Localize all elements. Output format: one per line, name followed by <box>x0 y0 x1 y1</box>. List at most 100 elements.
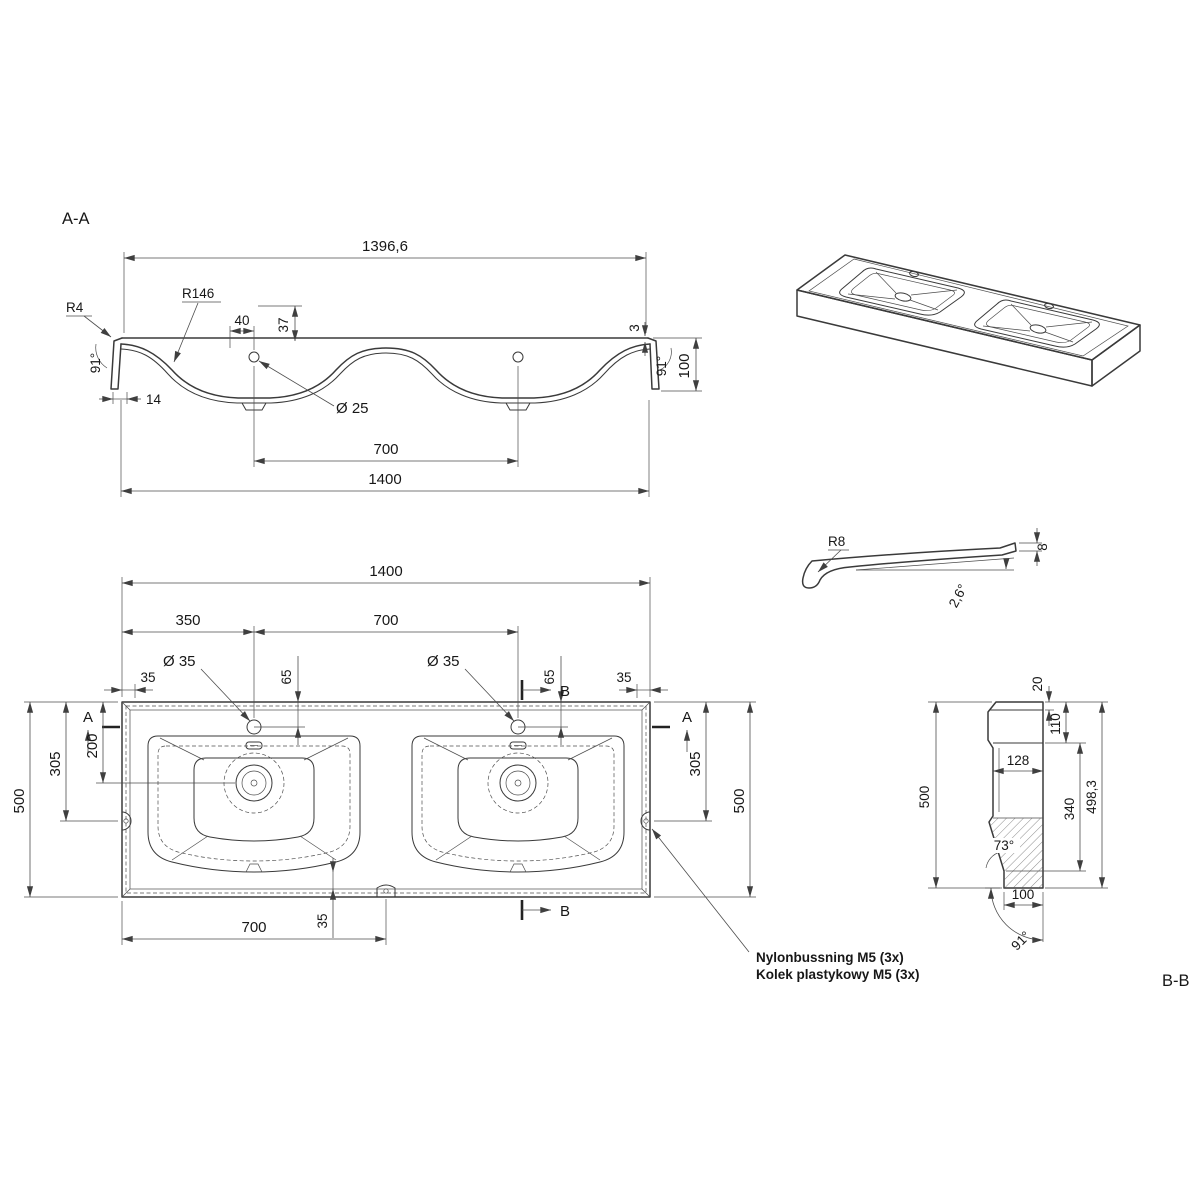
section-marker-b-top: B <box>520 680 570 700</box>
plan-basin <box>147 735 361 873</box>
plan-inner-wall <box>129 709 643 890</box>
label-r4: R4 <box>66 300 112 338</box>
iso-faucet-hole <box>909 270 919 278</box>
dim-text: 91° <box>1008 928 1033 953</box>
label-r8: R8 <box>817 534 849 573</box>
dim-plan-700-bottom: 700 <box>121 899 387 945</box>
dim-bb-498: 498,3 <box>1045 701 1108 889</box>
dim-bb-20: 20 <box>1030 676 1108 726</box>
dim-text: 700 <box>373 441 398 458</box>
label-faucet-dia-left: Ø 35 <box>163 653 251 722</box>
note-line-2: Kolek plastykowy M5 (3x) <box>756 967 920 982</box>
dim-text: 35 <box>616 670 631 685</box>
overflow-slot <box>245 741 263 750</box>
dim-plan-350-700: 350 700 <box>121 612 519 718</box>
dim-text: 35 <box>140 670 155 685</box>
dim-text: 498,3 <box>1084 780 1099 814</box>
section-aa-label: A-A <box>62 210 90 228</box>
section-letter: B <box>560 683 570 700</box>
dim-text: 91° <box>654 356 669 376</box>
dim-text: 1400 <box>368 471 401 488</box>
drain-inner <box>241 770 267 796</box>
section-bb-label: B-B <box>1162 972 1190 990</box>
dim-plan-35-bottom: 35 <box>315 858 337 938</box>
section-bb-view: 20 110 128 340 498,3 500 <box>917 676 1190 990</box>
dim-text: 8 <box>1035 543 1050 551</box>
dim-bb-73deg: 73° <box>985 838 1020 869</box>
dim-text: 65 <box>542 669 557 684</box>
dim-text: Ø 35 <box>427 653 460 670</box>
dim-plan-65-right: 65 <box>518 656 568 745</box>
dim-aa-700: 700 <box>253 366 519 467</box>
aa-hole-left <box>248 351 260 363</box>
section-marker-b-bottom: B <box>520 900 570 920</box>
plan-outline <box>121 701 651 898</box>
dim-text: 500 <box>731 788 748 813</box>
dim-aa-100: 100 <box>653 337 702 392</box>
aa-basin-outer-surface <box>120 348 651 404</box>
iso-drain <box>894 292 912 302</box>
aa-right-edge-tab <box>647 337 660 390</box>
dim-text: 100 <box>676 353 693 378</box>
dim-text: 305 <box>47 751 64 776</box>
dim-aa-37: 37 <box>258 305 302 342</box>
dim-text: R4 <box>66 300 84 315</box>
dim-text: 700 <box>241 919 266 936</box>
dim-aa-14: 14 <box>99 392 162 407</box>
aa-profile <box>110 337 660 411</box>
label-faucet-dia-right: Ø 35 <box>427 653 515 722</box>
dim-bb-128: 128 <box>992 753 1044 775</box>
isometric-view <box>796 254 1141 387</box>
label-r146: R146 <box>173 286 221 363</box>
dim-text: 73° <box>994 838 1014 853</box>
dim-bb-100: 100 <box>1003 887 1044 910</box>
dim-text: 91° <box>88 353 103 373</box>
dim-text: R8 <box>828 534 845 549</box>
dim-plan-1400: 1400 <box>121 563 651 697</box>
drain-outer <box>235 764 273 802</box>
dim-plan-65-left: 65 <box>254 656 305 745</box>
dim-plan-right-side: 305 500 <box>654 701 756 898</box>
dim-text: Ø 35 <box>163 653 196 670</box>
dim-text: 128 <box>1007 753 1030 768</box>
section-marker-a-right: A <box>652 709 692 752</box>
dim-text: Ø 25 <box>336 400 369 417</box>
bushing-notch-right <box>640 811 651 831</box>
dim-bb-110: 110 <box>1045 701 1086 744</box>
dim-aa-40: 40 <box>229 313 255 350</box>
dim-aa-1400: 1400 <box>120 400 650 497</box>
dim-text: 37 <box>276 317 291 332</box>
aa-basin-inner-surface <box>120 343 651 399</box>
bushing-note: Nylonbussning M5 (3x) Kolek plastykowy M… <box>651 828 920 982</box>
edge-detail-view: R8 8 2,6° <box>801 528 1050 610</box>
aa-left-edge-tab <box>110 337 123 390</box>
iso-front-face <box>796 289 1093 387</box>
dim-aa-3: 3 <box>627 322 649 356</box>
section-letter: A <box>83 709 93 726</box>
dim-text: 14 <box>146 392 162 407</box>
iso-right-face <box>1091 324 1141 387</box>
dim-text: 350 <box>175 612 200 629</box>
dim-aa-1396: 1396,6 <box>123 238 647 333</box>
dim-text: 2,6° <box>946 582 971 610</box>
dim-aa-angle-right: 91° <box>654 347 672 376</box>
dim-text: 40 <box>234 313 249 328</box>
dim-text: 35 <box>315 913 330 928</box>
section-letter: B <box>560 903 570 920</box>
aa-hole-right <box>512 351 524 363</box>
dim-aa-angle-left: 91° <box>88 343 108 373</box>
dim-text: 200 <box>84 733 101 758</box>
section-aa-view: A-A 1396,6 1400 7 <box>62 210 702 497</box>
dim-text: 340 <box>1062 798 1077 821</box>
dim-text: 1400 <box>369 563 402 580</box>
dim-text: 500 <box>11 788 28 813</box>
dim-plan-35-right: 35 <box>616 670 668 698</box>
edge-profile <box>801 542 1017 589</box>
dim-detail-8: 8 <box>1019 528 1050 566</box>
plan-view: 1400 350 700 Ø 35 Ø 35 65 <box>11 563 920 982</box>
dim-plan-35-left: 35 <box>104 670 156 698</box>
dim-text: 100 <box>1012 887 1035 902</box>
iso-basin <box>839 267 965 316</box>
